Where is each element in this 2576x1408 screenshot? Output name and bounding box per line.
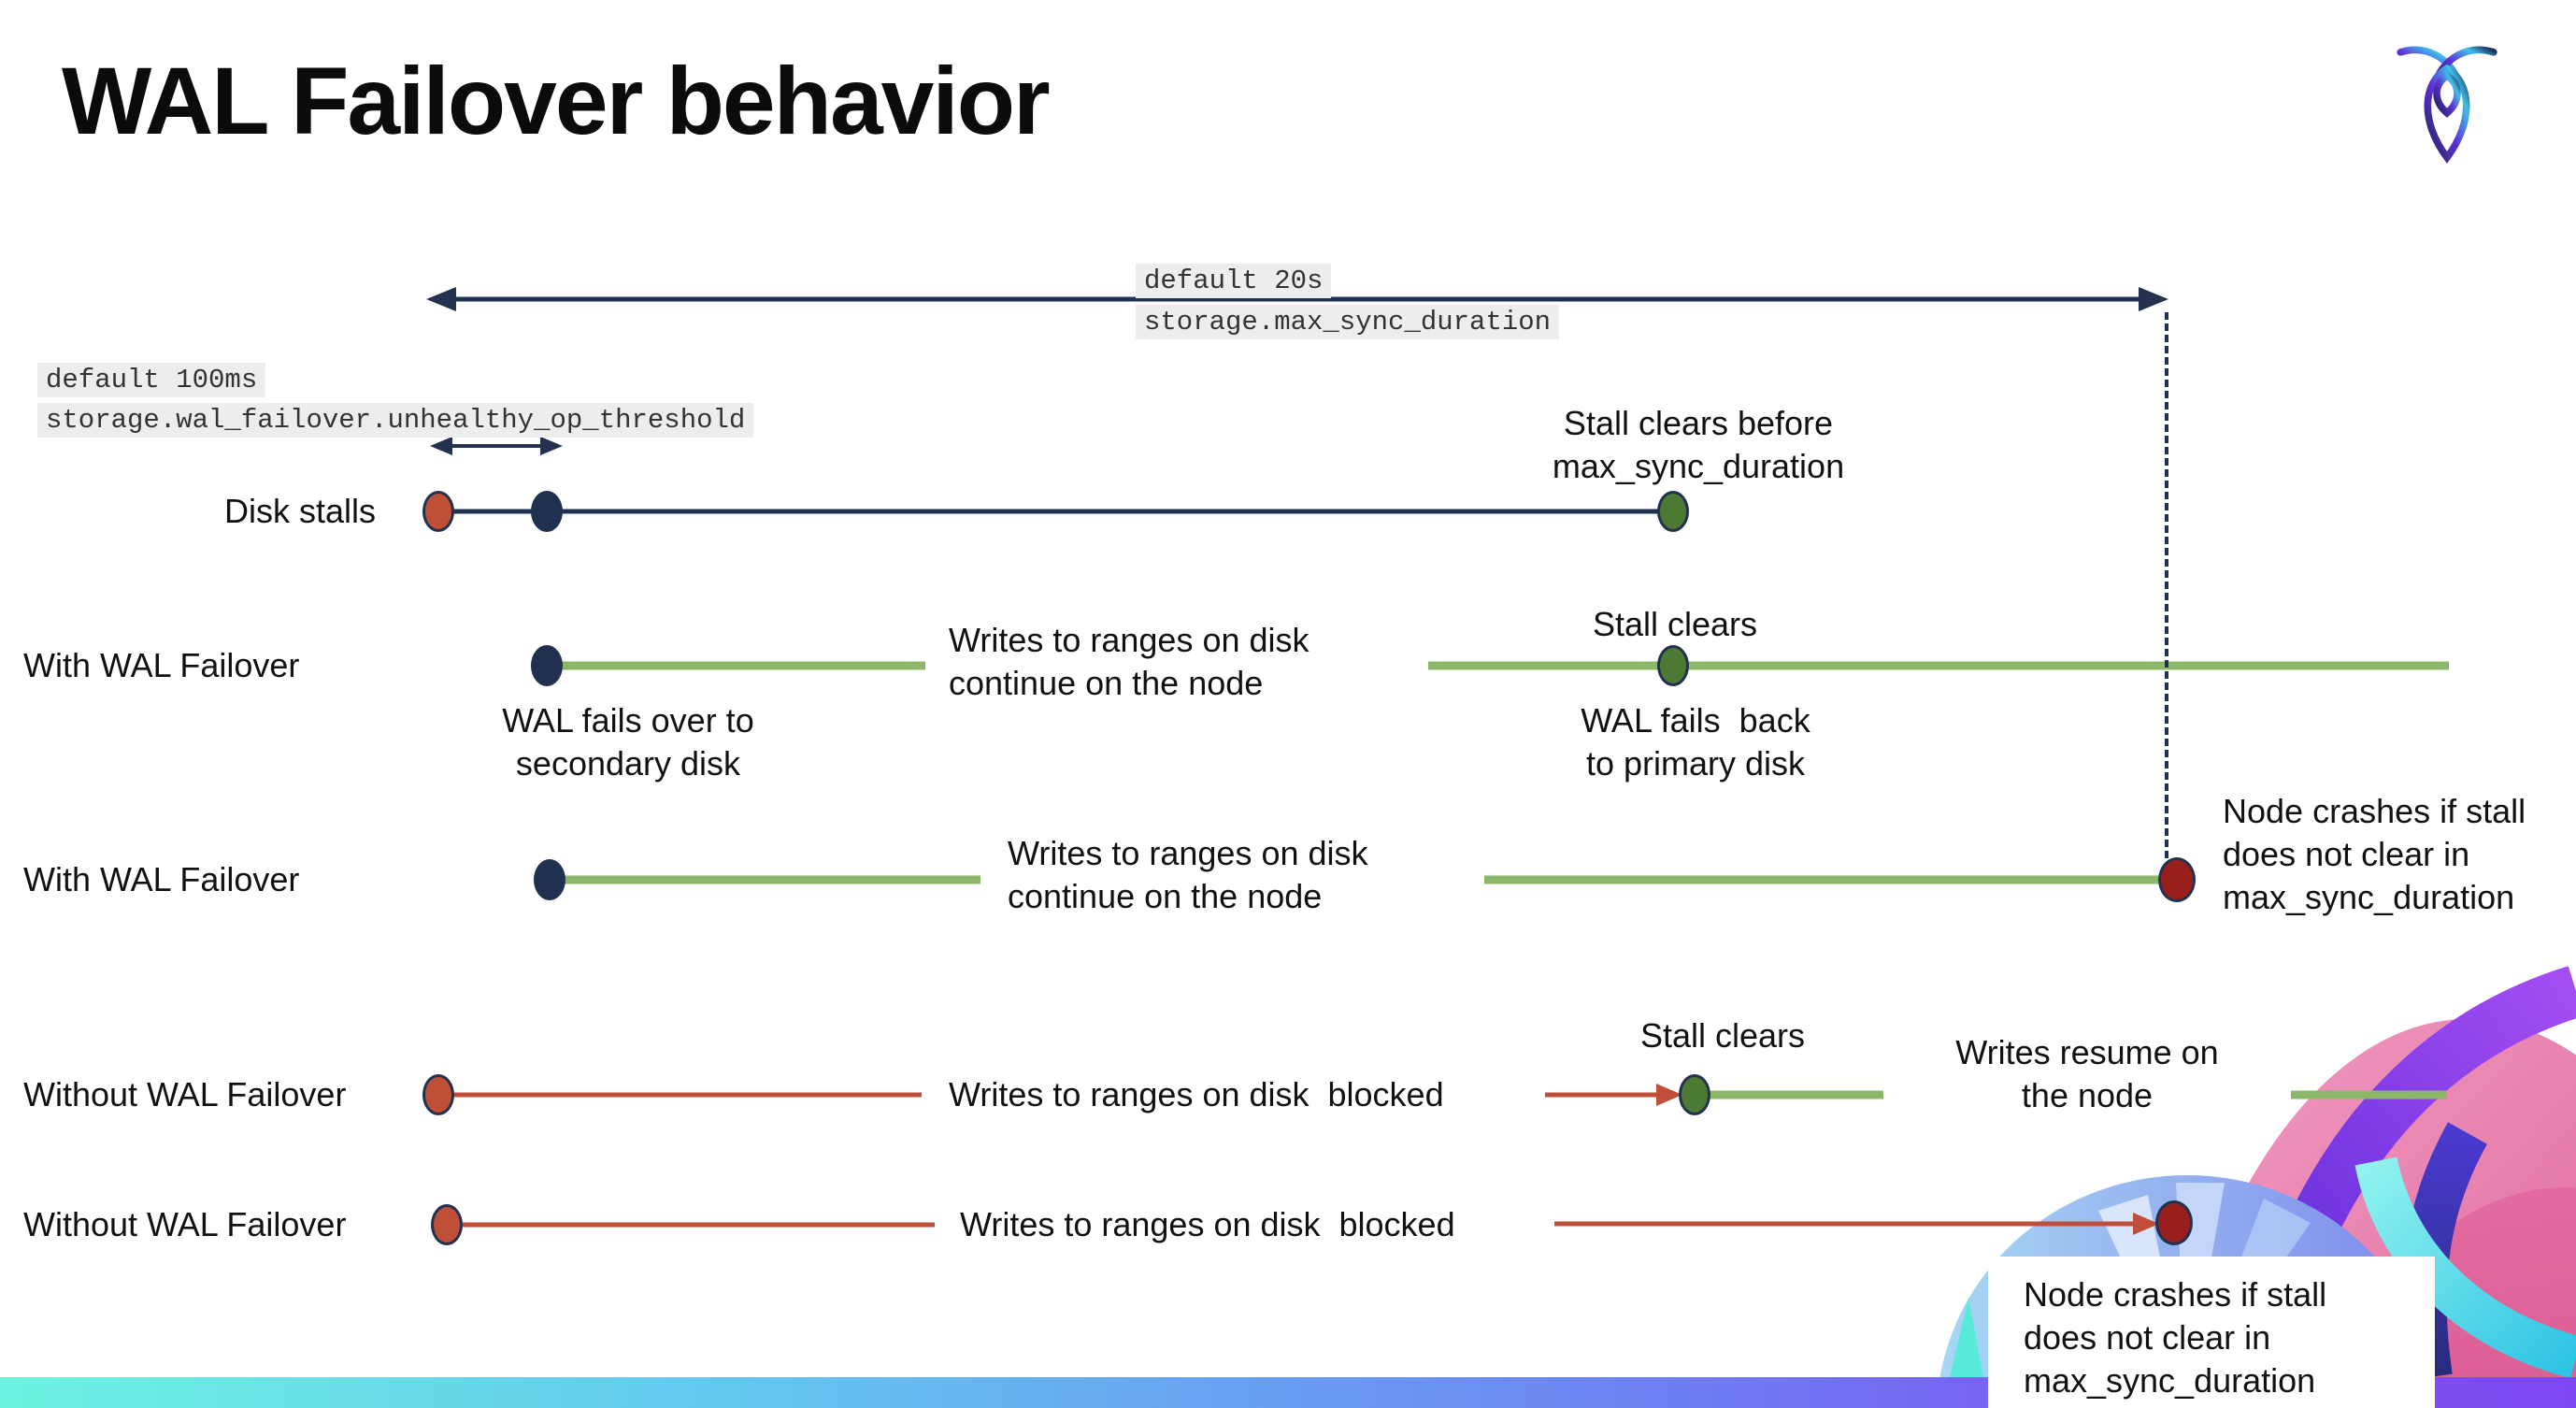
blocked-arrowhead-icon-1 xyxy=(1656,1084,1682,1106)
stall-start-dot-2 xyxy=(422,1074,454,1115)
threshold-span-line xyxy=(439,444,553,448)
writes-resume-line-1 xyxy=(1703,1090,1883,1099)
max-sync-span-line xyxy=(437,296,2163,302)
writes-blocked-line-1 xyxy=(438,1092,922,1098)
disk-stall-timeline xyxy=(438,509,1673,514)
writes-blocked-line-2 xyxy=(447,1222,935,1228)
writes-continue-line-2 xyxy=(1428,661,2449,670)
cockroachdb-logo-icon xyxy=(2397,46,2497,164)
threshold-setting-label: storage.wal_failover.unhealthy_op_thresh… xyxy=(37,403,754,438)
stall-clear-dot-2 xyxy=(1657,645,1689,686)
stall-clear-dot-3 xyxy=(1679,1074,1710,1115)
threshold-arrowhead-left-icon xyxy=(430,437,452,455)
stall-clear-dot xyxy=(1657,491,1689,532)
threshold-default-label: default 100ms xyxy=(37,363,266,397)
row-label-without-wal-failover-2: Without WAL Failover xyxy=(23,1205,347,1243)
max-sync-setting-label: storage.max_sync_duration xyxy=(1136,305,1560,339)
writes-continue-line-1 xyxy=(547,661,925,670)
writes-continue-annotation-1: Writes to ranges on disk continue on the… xyxy=(949,621,1309,702)
writes-continue-annotation-2: Writes to ranges on disk continue on the… xyxy=(1008,834,1368,915)
arrowhead-left-icon xyxy=(426,287,456,311)
stall-start-dot xyxy=(422,491,454,532)
max-sync-deadline-dashed-line xyxy=(2165,312,2168,858)
stall-clears-annotation-1: Stall clears xyxy=(1592,605,1758,643)
node-crashes-callout: Node crashes if stall does not clear in … xyxy=(1988,1257,2435,1408)
node-crashes-annotation-2: Node crashes if stall does not clear in … xyxy=(2024,1275,2327,1400)
threshold-arrowhead-right-icon xyxy=(540,437,563,455)
row-label-disk-stalls: Disk stalls xyxy=(224,492,377,530)
blocked-until-crash-line xyxy=(1554,1221,2136,1227)
wal-fails-over-annotation: WAL fails over to secondary disk xyxy=(502,701,754,783)
writes-blocked-annotation-2: Writes to ranges on disk blocked xyxy=(960,1205,1455,1243)
writes-resume-line-2 xyxy=(2291,1090,2447,1099)
writes-resume-annotation: Writes resume on the node xyxy=(1955,1033,2219,1114)
node-crash-dot-1 xyxy=(2158,857,2196,902)
page-title: WAL Failover behavior xyxy=(62,48,1051,154)
wal-failover-dot-2 xyxy=(534,859,565,900)
node-crash-dot-2 xyxy=(2155,1200,2193,1245)
wal-fails-back-annotation: WAL fails back to primary disk xyxy=(1581,701,1810,783)
row-label-with-wal-failover-2: With WAL Failover xyxy=(23,860,300,898)
arrowhead-right-icon xyxy=(2139,287,2168,311)
writes-blocked-annotation-1: Writes to ranges on disk blocked xyxy=(949,1075,1444,1113)
writes-continue-line-3 xyxy=(550,875,980,884)
blocked-until-clear-line xyxy=(1545,1092,1659,1098)
stall-clears-before-annotation: Stall clears before max_sync_duration xyxy=(1552,404,1845,485)
row-label-without-wal-failover-1: Without WAL Failover xyxy=(23,1075,347,1113)
writes-continue-line-4 xyxy=(1484,875,2158,884)
row-label-with-wal-failover-1: With WAL Failover xyxy=(23,646,300,684)
max-sync-default-label: default 20s xyxy=(1136,264,1332,298)
failover-trigger-dot xyxy=(531,491,563,532)
blocked-arrowhead-icon-2 xyxy=(2133,1213,2159,1235)
node-crashes-annotation-1: Node crashes if stall does not clear in … xyxy=(2223,792,2526,916)
stall-clears-annotation-2: Stall clears xyxy=(1639,1016,1806,1055)
wal-failover-dot-1 xyxy=(531,645,563,686)
stall-start-dot-3 xyxy=(431,1204,463,1245)
